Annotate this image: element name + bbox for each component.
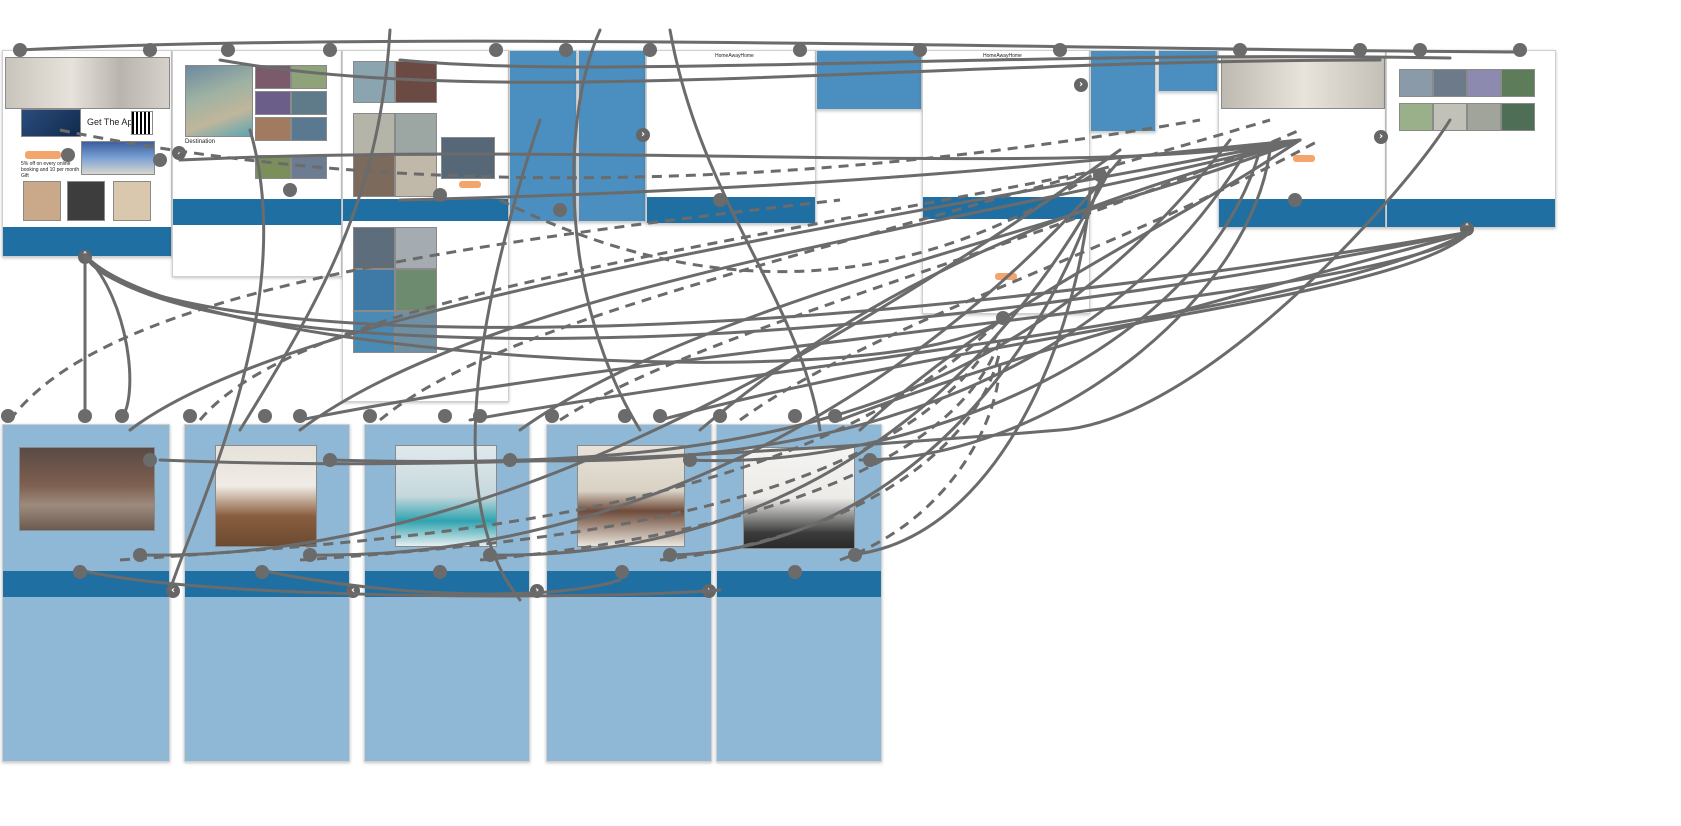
dest-thumb bbox=[291, 65, 327, 89]
room-photo bbox=[353, 269, 395, 311]
chevron-up-icon[interactable]: ˄ bbox=[1460, 222, 1474, 236]
frame-detail-bath[interactable] bbox=[364, 424, 530, 762]
chevron-up-icon[interactable]: ˄ bbox=[78, 250, 92, 264]
frame-search-panel[interactable] bbox=[816, 50, 922, 110]
fav-thumb bbox=[1501, 103, 1535, 131]
header-band bbox=[185, 571, 349, 597]
chevron-right-icon[interactable]: › bbox=[530, 584, 544, 598]
header-band bbox=[547, 571, 711, 597]
header-band bbox=[3, 571, 169, 597]
fav-thumb bbox=[1467, 69, 1501, 97]
dest-thumb bbox=[255, 65, 291, 89]
chevron-right-icon[interactable]: › bbox=[702, 584, 716, 598]
frame-favorites-page[interactable] bbox=[1386, 50, 1556, 228]
header-band bbox=[365, 571, 529, 597]
footer bbox=[343, 199, 508, 221]
hero-photo bbox=[1221, 57, 1385, 109]
frame-header-page[interactable]: HomeAwayHome bbox=[646, 50, 816, 224]
frame-destinations[interactable]: Destination bbox=[172, 50, 342, 277]
room-photo bbox=[353, 311, 395, 353]
tagline: 5% off on every online booking and 10 pe… bbox=[21, 161, 80, 179]
fav-thumb bbox=[1433, 69, 1467, 97]
chevron-right-icon[interactable]: › bbox=[636, 128, 650, 142]
chevron-left-icon[interactable]: ‹ bbox=[166, 584, 180, 598]
footer bbox=[923, 197, 1089, 219]
chevron-right-icon[interactable]: › bbox=[1374, 130, 1388, 144]
frame-home[interactable]: Get The App 5% off on every online booki… bbox=[2, 50, 172, 257]
bathroom-photo bbox=[395, 445, 497, 547]
room-photo bbox=[353, 61, 395, 103]
offer-badge[interactable] bbox=[25, 151, 61, 159]
fav-thumb bbox=[1433, 103, 1467, 131]
thumb-keys bbox=[23, 181, 61, 221]
living-room-photo bbox=[19, 447, 155, 531]
aerial-photo bbox=[185, 65, 253, 137]
frame-detail-living[interactable] bbox=[2, 424, 170, 762]
fav-thumb bbox=[1467, 103, 1501, 131]
room-photo bbox=[395, 113, 437, 155]
cta-button[interactable] bbox=[1293, 155, 1315, 162]
chevron-right-icon[interactable]: › bbox=[172, 146, 186, 160]
frame-detail-bedroom[interactable] bbox=[546, 424, 712, 762]
app-promo-image bbox=[21, 109, 81, 137]
fav-thumb bbox=[1399, 103, 1433, 131]
frame-gallery-page[interactable] bbox=[1218, 50, 1386, 228]
frame-detail-tub[interactable] bbox=[716, 424, 882, 762]
frame-small-panel[interactable] bbox=[1158, 50, 1218, 92]
frame-sidebar-panel[interactable] bbox=[1090, 50, 1156, 132]
bedroom-photo bbox=[577, 445, 685, 547]
room-photo bbox=[353, 155, 395, 197]
room-photo bbox=[441, 137, 495, 179]
dest-thumb bbox=[291, 91, 327, 115]
room-photo bbox=[395, 61, 437, 103]
footer bbox=[647, 197, 815, 223]
brand-name: HomeAwayHome bbox=[983, 53, 1022, 59]
qr-code bbox=[131, 111, 153, 135]
room-photo bbox=[395, 227, 437, 269]
footer bbox=[1219, 199, 1385, 227]
fav-thumb bbox=[1501, 69, 1535, 97]
thumb-contract bbox=[113, 181, 151, 221]
chevron-right-icon[interactable]: › bbox=[1074, 78, 1088, 92]
footer bbox=[173, 199, 341, 225]
chevron-left-icon[interactable]: ‹ bbox=[346, 584, 360, 598]
fav-thumb bbox=[1399, 69, 1433, 97]
room-photo bbox=[353, 113, 395, 155]
brand-name: HomeAwayHome bbox=[715, 53, 754, 59]
room-photo bbox=[395, 269, 437, 311]
room-photo bbox=[395, 155, 437, 197]
hero-photo bbox=[5, 57, 170, 109]
room-photo bbox=[395, 311, 437, 353]
bathtub-photo bbox=[743, 447, 855, 549]
dest-thumb bbox=[291, 117, 327, 141]
submit-button[interactable] bbox=[995, 273, 1017, 280]
dest-thumb bbox=[255, 155, 291, 179]
dest-thumb bbox=[291, 155, 327, 179]
frame-detail-kitchen[interactable] bbox=[184, 424, 350, 762]
house-photo bbox=[81, 141, 155, 175]
promo-title: Get The App bbox=[87, 117, 138, 127]
destination-heading: Destination bbox=[185, 139, 216, 145]
kitchen-photo bbox=[215, 445, 317, 547]
dest-thumb bbox=[255, 117, 291, 141]
frame-booking-form-a[interactable] bbox=[509, 50, 577, 222]
thumb-calculator bbox=[67, 181, 105, 221]
room-photo bbox=[353, 227, 395, 269]
header-band bbox=[717, 571, 881, 597]
frame-form-page[interactable]: HomeAwayHome bbox=[922, 50, 1090, 314]
dest-thumb bbox=[255, 91, 291, 115]
frame-rooms-list[interactable] bbox=[342, 50, 509, 402]
book-button[interactable] bbox=[459, 181, 481, 188]
